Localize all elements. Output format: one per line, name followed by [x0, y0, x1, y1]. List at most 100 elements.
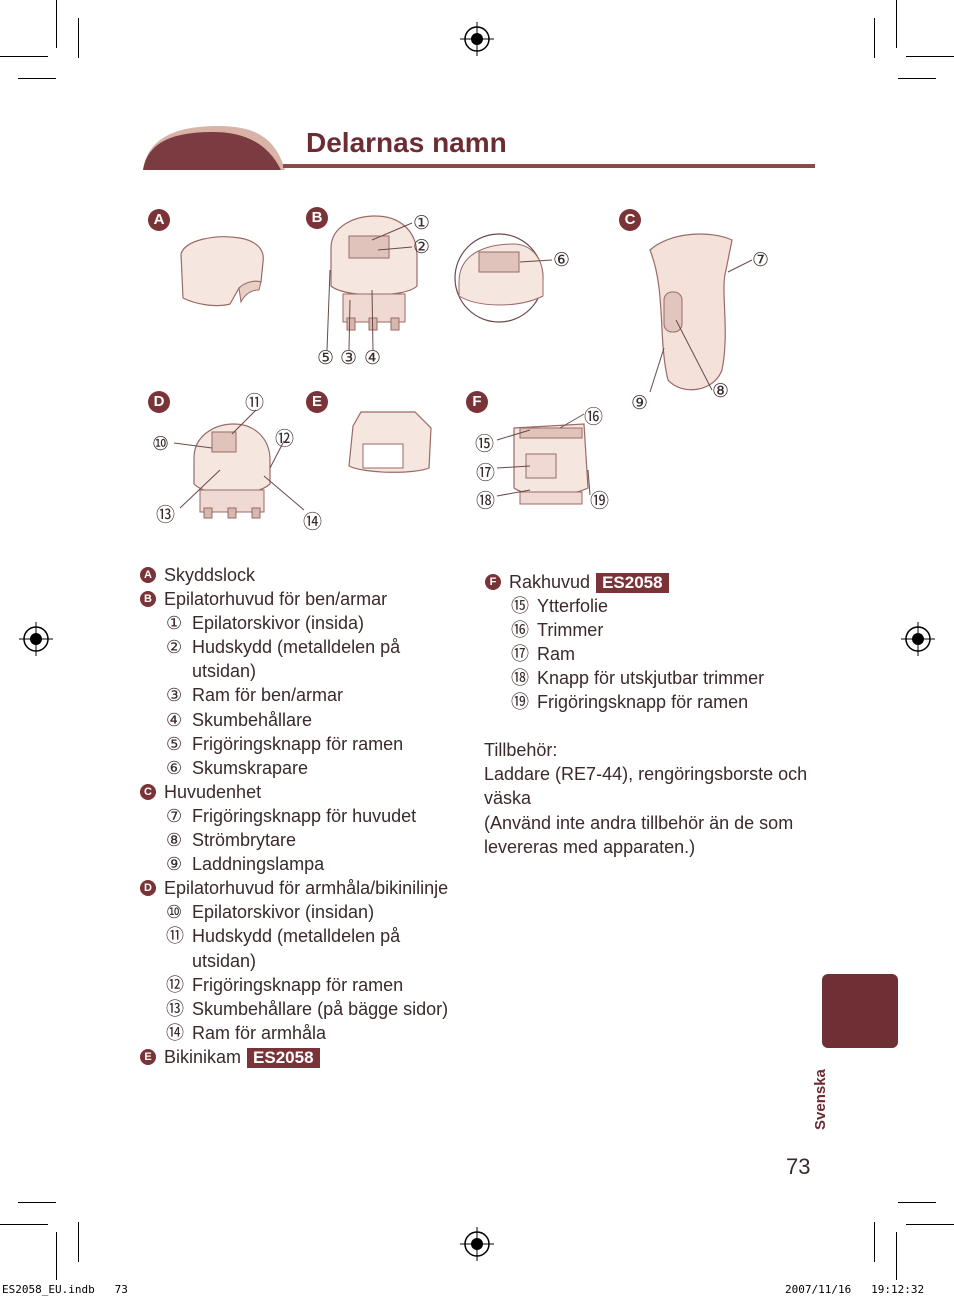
- footer-file: ES2058_EU.indb 73: [2, 1283, 128, 1296]
- page-title: Delarnas namn: [306, 127, 507, 158]
- callout-1: ①: [413, 213, 431, 234]
- callout-15: ⑮: [475, 434, 495, 455]
- accessories-heading: Tillbehör:: [484, 740, 558, 760]
- callout-7: ⑦: [752, 250, 770, 271]
- registration-target-icon: [901, 622, 935, 656]
- crop-mark: [18, 78, 56, 79]
- callout-10: ⑩: [152, 434, 170, 455]
- crop-mark: [78, 1222, 79, 1262]
- language-label: Svenska: [812, 1069, 829, 1130]
- crop-mark: [56, 0, 57, 48]
- crop-mark: [0, 1224, 48, 1225]
- section-letter: B: [140, 591, 156, 608]
- accessories-line: Laddare (RE7-44), rengöringsborste och: [484, 764, 808, 785]
- crop-mark: [0, 56, 48, 57]
- crop-mark: [18, 1202, 56, 1203]
- section-letter: E: [140, 1048, 156, 1065]
- panel-letter-e: E: [306, 391, 328, 413]
- list-item-continuation: utsidan): [192, 661, 257, 682]
- crop-mark: [898, 1202, 936, 1203]
- section-letter: D: [140, 880, 156, 897]
- callout-14: ⑭: [303, 512, 323, 533]
- registration-target-icon: [460, 22, 494, 56]
- registration-target-icon: [19, 622, 53, 656]
- crop-mark: [906, 1224, 954, 1225]
- leader-lines: [173, 222, 753, 511]
- callout-2: ②: [413, 237, 431, 258]
- crop-mark: [56, 1232, 57, 1280]
- epilator-head-legs-illustration: [330, 215, 418, 331]
- section-letter: A: [140, 567, 156, 583]
- callout-19: ⑲: [590, 491, 610, 512]
- foam-scraper-detail-illustration: [454, 233, 544, 323]
- accessories-line: väska: [484, 788, 532, 809]
- crop-mark: [874, 1222, 875, 1262]
- callout-12: ⑫: [275, 429, 295, 450]
- callout-8: ⑧: [712, 381, 730, 402]
- callout-9: ⑨: [631, 393, 649, 414]
- panel-letter-f: F: [466, 391, 488, 413]
- callout-11: ⑪: [245, 393, 265, 414]
- accessories-note: Tillbehör: Laddare (RE7-44), rengöringsb…: [484, 738, 824, 859]
- crop-mark: [906, 56, 954, 57]
- panel-letter-b: B: [306, 207, 328, 229]
- title-tab-shape: [143, 126, 285, 170]
- protective-cap-illustration: [180, 236, 264, 307]
- panel-letter-c: C: [619, 209, 641, 231]
- section-letter: F: [485, 574, 501, 590]
- callout-6: ⑥: [553, 250, 571, 271]
- model-badge: ES2058: [247, 1047, 320, 1068]
- crop-mark: [78, 18, 79, 58]
- callout-17: ⑰: [476, 463, 496, 484]
- crop-mark: [896, 0, 897, 48]
- callout-13: ⑬: [156, 505, 176, 526]
- model-badge: ES2058: [596, 573, 669, 593]
- language-tab: [822, 974, 898, 1048]
- panel-letter-d: D: [148, 391, 170, 413]
- callout-5: ⑤: [317, 348, 335, 369]
- registration-target-icon: [460, 1227, 494, 1261]
- callout-18: ⑱: [476, 491, 496, 512]
- callout-16: ⑯: [584, 407, 604, 428]
- panel-letter-a: A: [148, 209, 170, 231]
- page-number: 73: [786, 1154, 811, 1179]
- footer-date: 2007/11/16 19:12:32: [785, 1283, 925, 1296]
- crop-mark: [896, 1232, 897, 1280]
- accessories-line: levereras med apparaten.): [484, 836, 696, 857]
- list-item-continuation: utsidan): [192, 950, 257, 971]
- title-rule: [283, 164, 815, 168]
- main-unit-illustration: [649, 233, 733, 391]
- crop-mark: [898, 78, 936, 79]
- crop-mark: [874, 18, 875, 58]
- callout-3: ③: [340, 348, 358, 369]
- section-letter: C: [140, 783, 156, 800]
- accessories-line: (Använd inte andra tillbehör än de som: [484, 812, 794, 833]
